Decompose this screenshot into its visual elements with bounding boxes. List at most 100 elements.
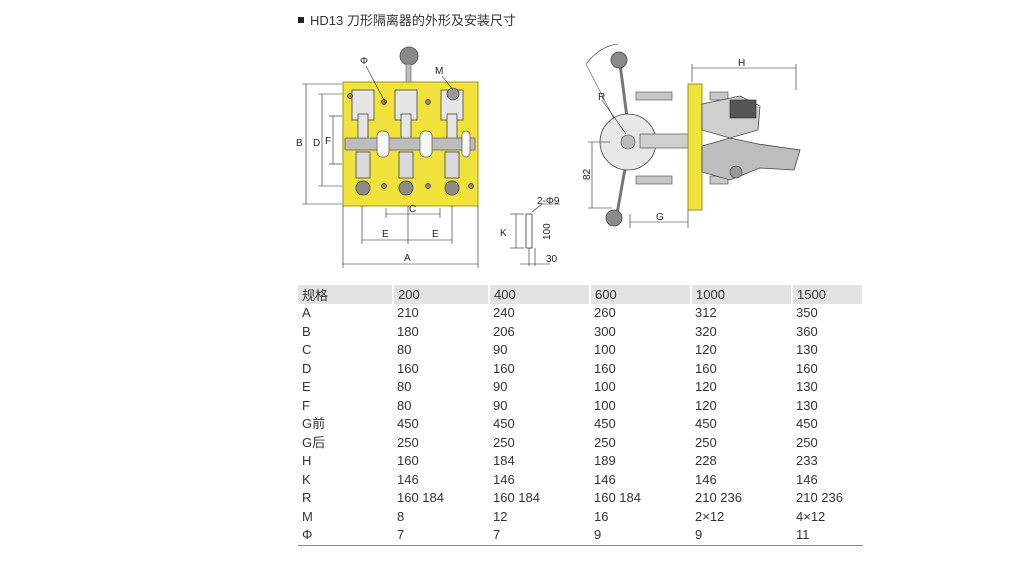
table-cell: 100 [594, 397, 616, 413]
label-c: C [409, 204, 416, 215]
table-cell: 250 [796, 434, 818, 450]
label-100: 100 [542, 223, 553, 240]
table-cell: 160 184 [397, 490, 444, 506]
spec-table: 规格 200 400 600 1000 1500 A 210 240 260 312 35… [298, 285, 864, 546]
table-cell: R [302, 490, 312, 506]
table-header: 200 [393, 285, 490, 304]
table-cell: 7 [393, 526, 489, 546]
table-cell: 11 [792, 526, 863, 546]
table-cell: 90 [493, 342, 508, 358]
table-header: 规格 [298, 285, 394, 304]
table-cell: 80 [397, 379, 412, 395]
label-phi: Φ [360, 56, 368, 67]
table-cell: 80 [397, 342, 412, 358]
label-82: 82 [582, 168, 593, 180]
table-cell: 8 [397, 508, 405, 524]
table-cell: 184 [493, 453, 515, 469]
label-k: K [500, 228, 507, 239]
table-cell: 240 [493, 305, 515, 321]
table-cell: 228 [695, 453, 717, 469]
table-header: 1500 [792, 285, 864, 304]
table-cell: 120 [695, 379, 717, 395]
table-cell: 210 236 [695, 490, 742, 506]
table-cell: 450 [695, 416, 717, 432]
table-cell: 120 [695, 342, 717, 358]
table-cell: 210 236 [796, 490, 843, 506]
table-row: R 160 184 160 184 160 184 210 236 210 236 [298, 489, 863, 508]
table-cell: 189 [594, 453, 616, 469]
table-cell: 100 [594, 342, 616, 358]
label-h: H [738, 58, 745, 69]
label-a: A [404, 253, 411, 264]
table-cell: B [302, 323, 311, 339]
table-cell: 146 [796, 471, 818, 487]
label-b: B [296, 138, 303, 149]
table-cell: 120 [695, 397, 717, 413]
table-cell: 250 [493, 434, 515, 450]
table-cell: 350 [796, 305, 818, 321]
table-cell: 450 [796, 416, 818, 432]
table-cell: 130 [796, 379, 818, 395]
table-cell: 7 [489, 526, 590, 546]
table-cell: 130 [796, 397, 818, 413]
table-cell: 160 [796, 360, 818, 376]
table-cell: 16 [594, 508, 609, 524]
table-row: D 160 160 160 160 160 [298, 360, 863, 379]
table-cell: 160 [397, 453, 419, 469]
table-cell: E [302, 379, 311, 395]
table-header: 400 [489, 285, 591, 304]
table-cell: 320 [695, 323, 717, 339]
table-header-row: 规格 200 400 600 1000 1500 [298, 285, 864, 304]
base-side [687, 83, 703, 211]
table-cell: K [302, 471, 311, 487]
table-cell: 160 184 [594, 490, 641, 506]
table-cell: G前 [302, 416, 326, 432]
table-cell: 146 [695, 471, 717, 487]
table-cell: 160 [397, 360, 419, 376]
technical-drawing: B D F Φ M C E E A 2-Φ9 K 100 30 [296, 43, 801, 268]
label-e2: E [432, 229, 439, 240]
label-d: D [313, 138, 320, 149]
table-cell: A [302, 305, 311, 321]
front-view: B D F Φ M C E E A [296, 46, 479, 268]
table-cell: 233 [796, 453, 818, 469]
table-cell: D [302, 360, 312, 376]
table-cell: 180 [397, 323, 419, 339]
page-title-text: HD13 刀形隔离器的外形及安装尺寸 [310, 13, 516, 28]
table-cell: 260 [594, 305, 616, 321]
table-header: 1000 [691, 285, 793, 304]
table-cell: F [302, 397, 310, 413]
table-cell: 160 [695, 360, 717, 376]
table-cell: 450 [397, 416, 419, 432]
table-cell: M [302, 508, 313, 524]
table-cell: 312 [695, 305, 717, 321]
table-cell: 90 [493, 397, 508, 413]
side-view: H R 82 G [582, 43, 801, 228]
table-cell: 146 [493, 471, 515, 487]
table-cell: 4×12 [796, 508, 826, 524]
table-cell: 9 [590, 526, 691, 546]
label-r: R [598, 92, 605, 103]
table-cell: 160 [493, 360, 515, 376]
page-title: HD13 刀形隔离器的外形及安装尺寸 [298, 10, 516, 29]
bullet-icon [298, 16, 304, 23]
table-cell: G后 [302, 434, 326, 450]
table-cell: 160 [594, 360, 616, 376]
table-cell: 146 [397, 471, 419, 487]
table-cell: 160 184 [493, 490, 540, 506]
table-cell: Φ [298, 526, 393, 546]
table-cell: 130 [796, 342, 818, 358]
table-cell: 360 [796, 323, 818, 339]
table-cell: 210 [397, 305, 419, 321]
table-cell: 100 [594, 379, 616, 395]
label-m: M [435, 66, 443, 77]
